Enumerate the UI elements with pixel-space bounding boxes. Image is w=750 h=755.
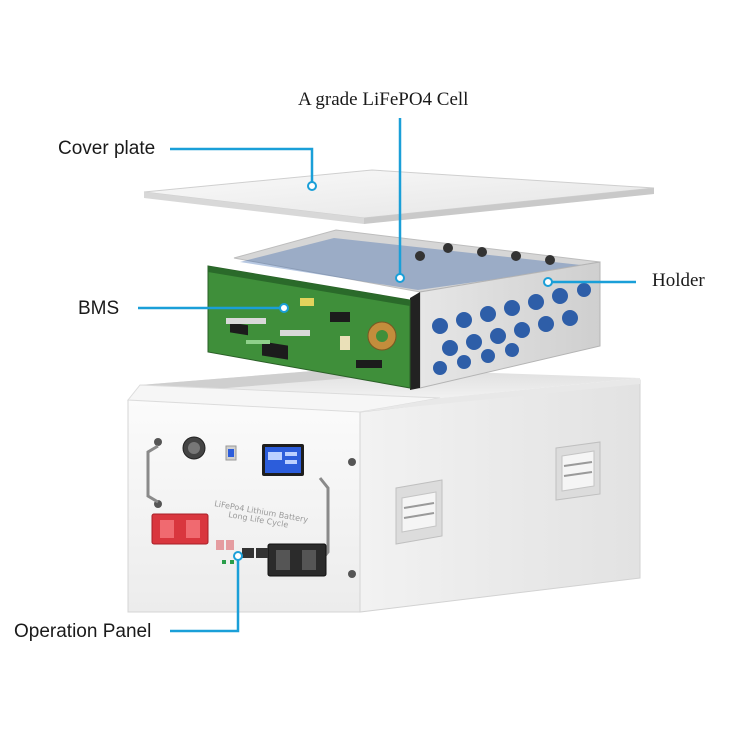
label-cell: A grade LiFePO4 Cell <box>298 89 468 111</box>
side-handle-left <box>396 480 442 544</box>
label-cover: Cover plate <box>58 138 155 160</box>
side-handle-right <box>556 442 600 500</box>
label-operation-panel: Operation Panel <box>14 621 151 643</box>
label-holder: Holder <box>652 270 705 292</box>
label-bms: BMS <box>78 298 119 320</box>
